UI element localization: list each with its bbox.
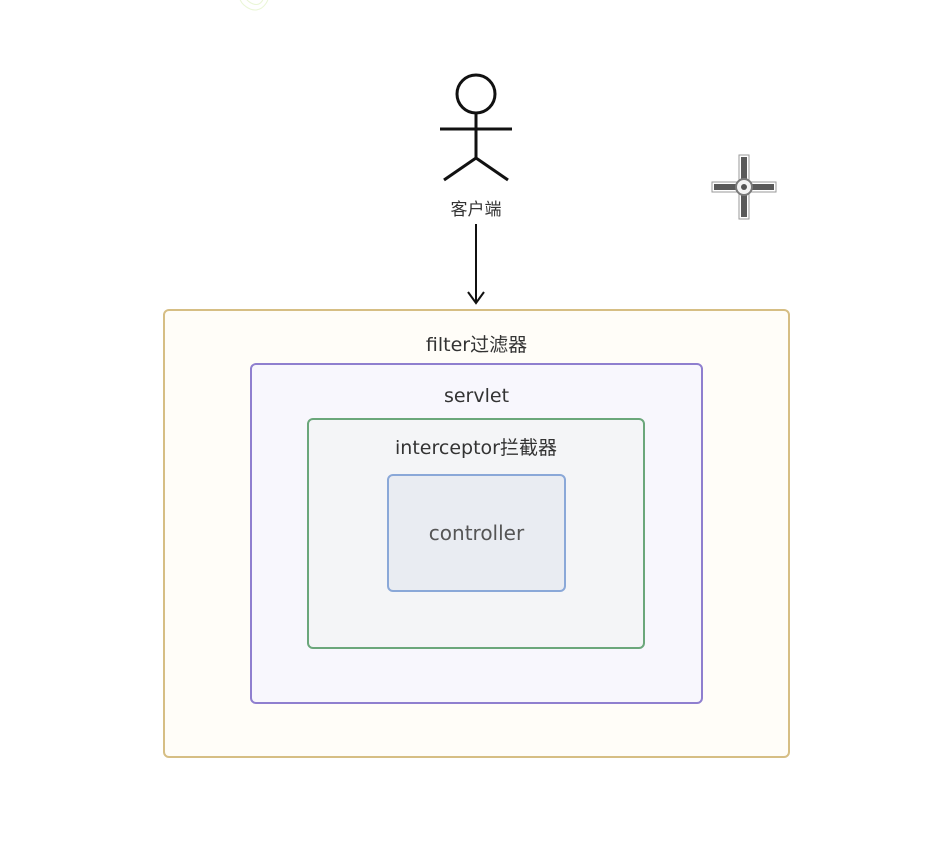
controller-label: controller (428, 521, 525, 545)
watermark: CO (228, 0, 302, 22)
servlet-label: servlet (443, 385, 510, 407)
interceptor-label: interceptor拦截器 (395, 437, 557, 459)
filter-label: filter过滤器 (425, 334, 528, 356)
move-cursor-icon (711, 154, 777, 220)
stick-figure-icon[interactable] (436, 70, 516, 184)
request-arrow (467, 224, 485, 305)
controller-layer[interactable]: controller (387, 474, 566, 592)
client-label: 客户端 (450, 200, 502, 220)
